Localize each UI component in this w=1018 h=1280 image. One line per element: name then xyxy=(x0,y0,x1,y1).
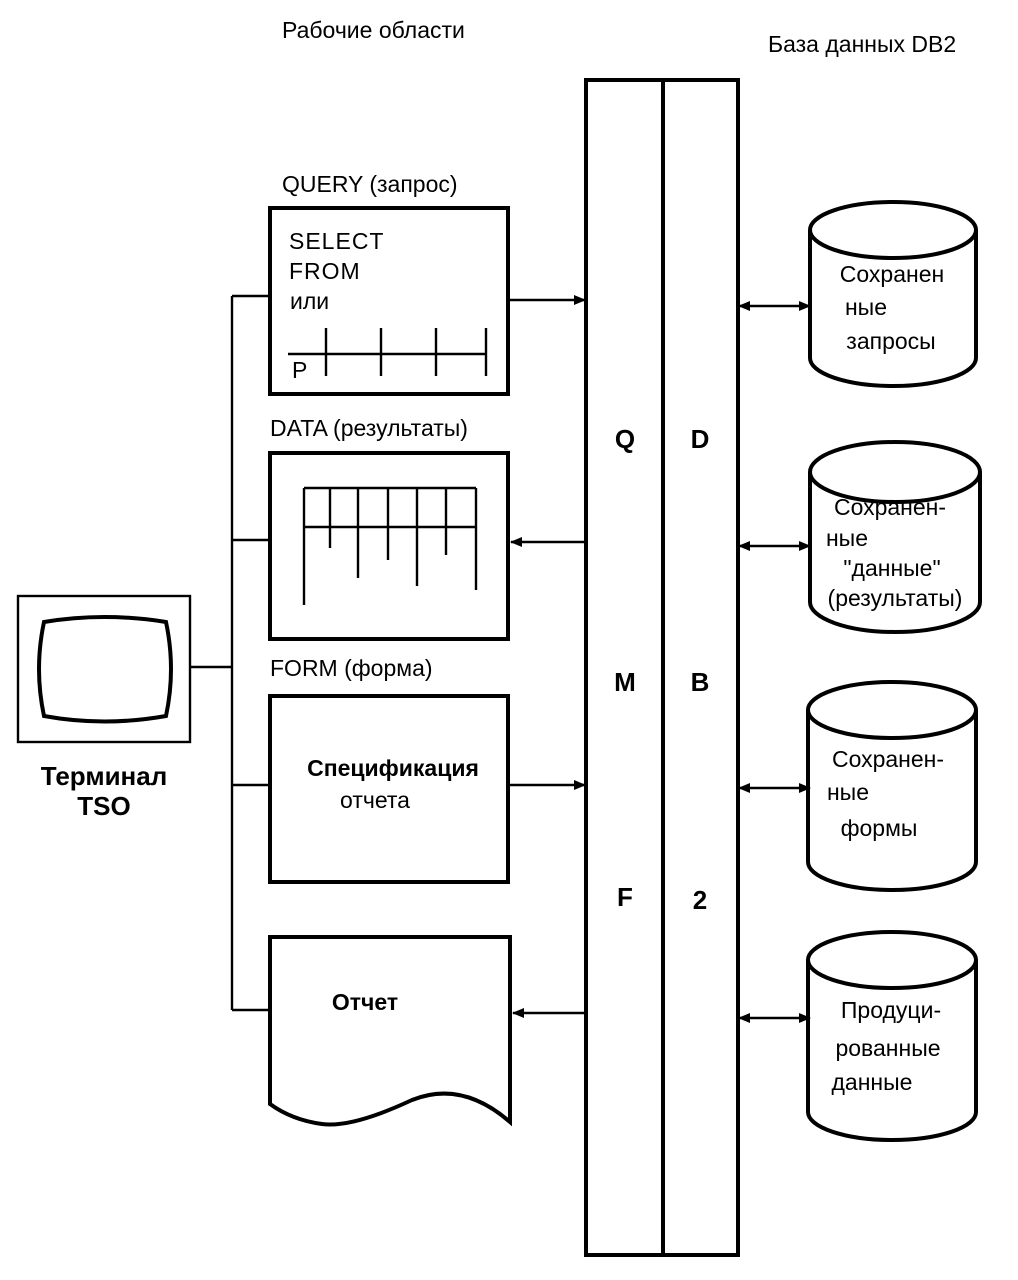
cylinder-produced-data xyxy=(806,930,978,1142)
query-p: P xyxy=(292,357,307,383)
db2-column xyxy=(661,78,740,1257)
form-spec-line1: Спецификация xyxy=(307,755,479,781)
query-from: FROM xyxy=(289,258,361,284)
store-data-line4: (результаты) xyxy=(828,585,963,611)
store-queries-line1: Сохранен xyxy=(840,261,944,287)
cylinder-stored-queries xyxy=(808,200,978,388)
qmf-letter-m: M xyxy=(614,667,636,697)
qmf-letter-q: Q xyxy=(615,424,635,454)
qmf-letter-f: F xyxy=(617,882,633,912)
terminal-label-line2: TSO xyxy=(77,791,130,821)
terminal-bus xyxy=(190,294,270,1012)
store-produced-line1: Продуци- xyxy=(841,997,941,1023)
store-forms-line2: ные xyxy=(827,779,869,805)
form-title: FORM (форма) xyxy=(270,655,433,681)
store-data-line3: "данные" xyxy=(843,555,940,581)
report-document xyxy=(268,935,512,1127)
header-database: База данных DB2 xyxy=(768,31,956,57)
store-forms-line1: Сохранен- xyxy=(832,746,944,772)
store-data-line2: ные xyxy=(826,525,868,551)
store-queries-line2: ные xyxy=(845,294,887,320)
form-box xyxy=(268,694,510,884)
store-queries-line3: запросы xyxy=(846,328,935,354)
terminal-icon xyxy=(16,594,192,744)
header-work-areas: Рабочие области xyxy=(282,17,465,43)
query-select: SELECT xyxy=(289,228,384,254)
store-data-line1: Сохранен- xyxy=(834,494,946,520)
cylinder-stored-data xyxy=(808,440,982,634)
data-title: DATA (результаты) xyxy=(270,415,468,441)
store-forms-line3: формы xyxy=(841,815,918,841)
terminal-label-line1: Терминал xyxy=(41,761,167,791)
data-box xyxy=(268,451,510,641)
query-or: или xyxy=(290,288,329,314)
db2-letter-2: 2 xyxy=(693,885,707,915)
db2-letter-b: B xyxy=(691,667,710,697)
form-spec-line2: отчета xyxy=(340,787,410,813)
db2-letter-d: D xyxy=(691,424,710,454)
cylinder-stored-forms xyxy=(806,680,978,892)
report-label: Отчет xyxy=(332,989,398,1015)
data-table-grid xyxy=(302,486,478,605)
qbe-grid xyxy=(288,328,488,376)
query-title: QUERY (запрос) xyxy=(282,171,458,197)
store-produced-line2: рованные xyxy=(835,1035,940,1061)
store-produced-line3: данные xyxy=(832,1069,913,1095)
